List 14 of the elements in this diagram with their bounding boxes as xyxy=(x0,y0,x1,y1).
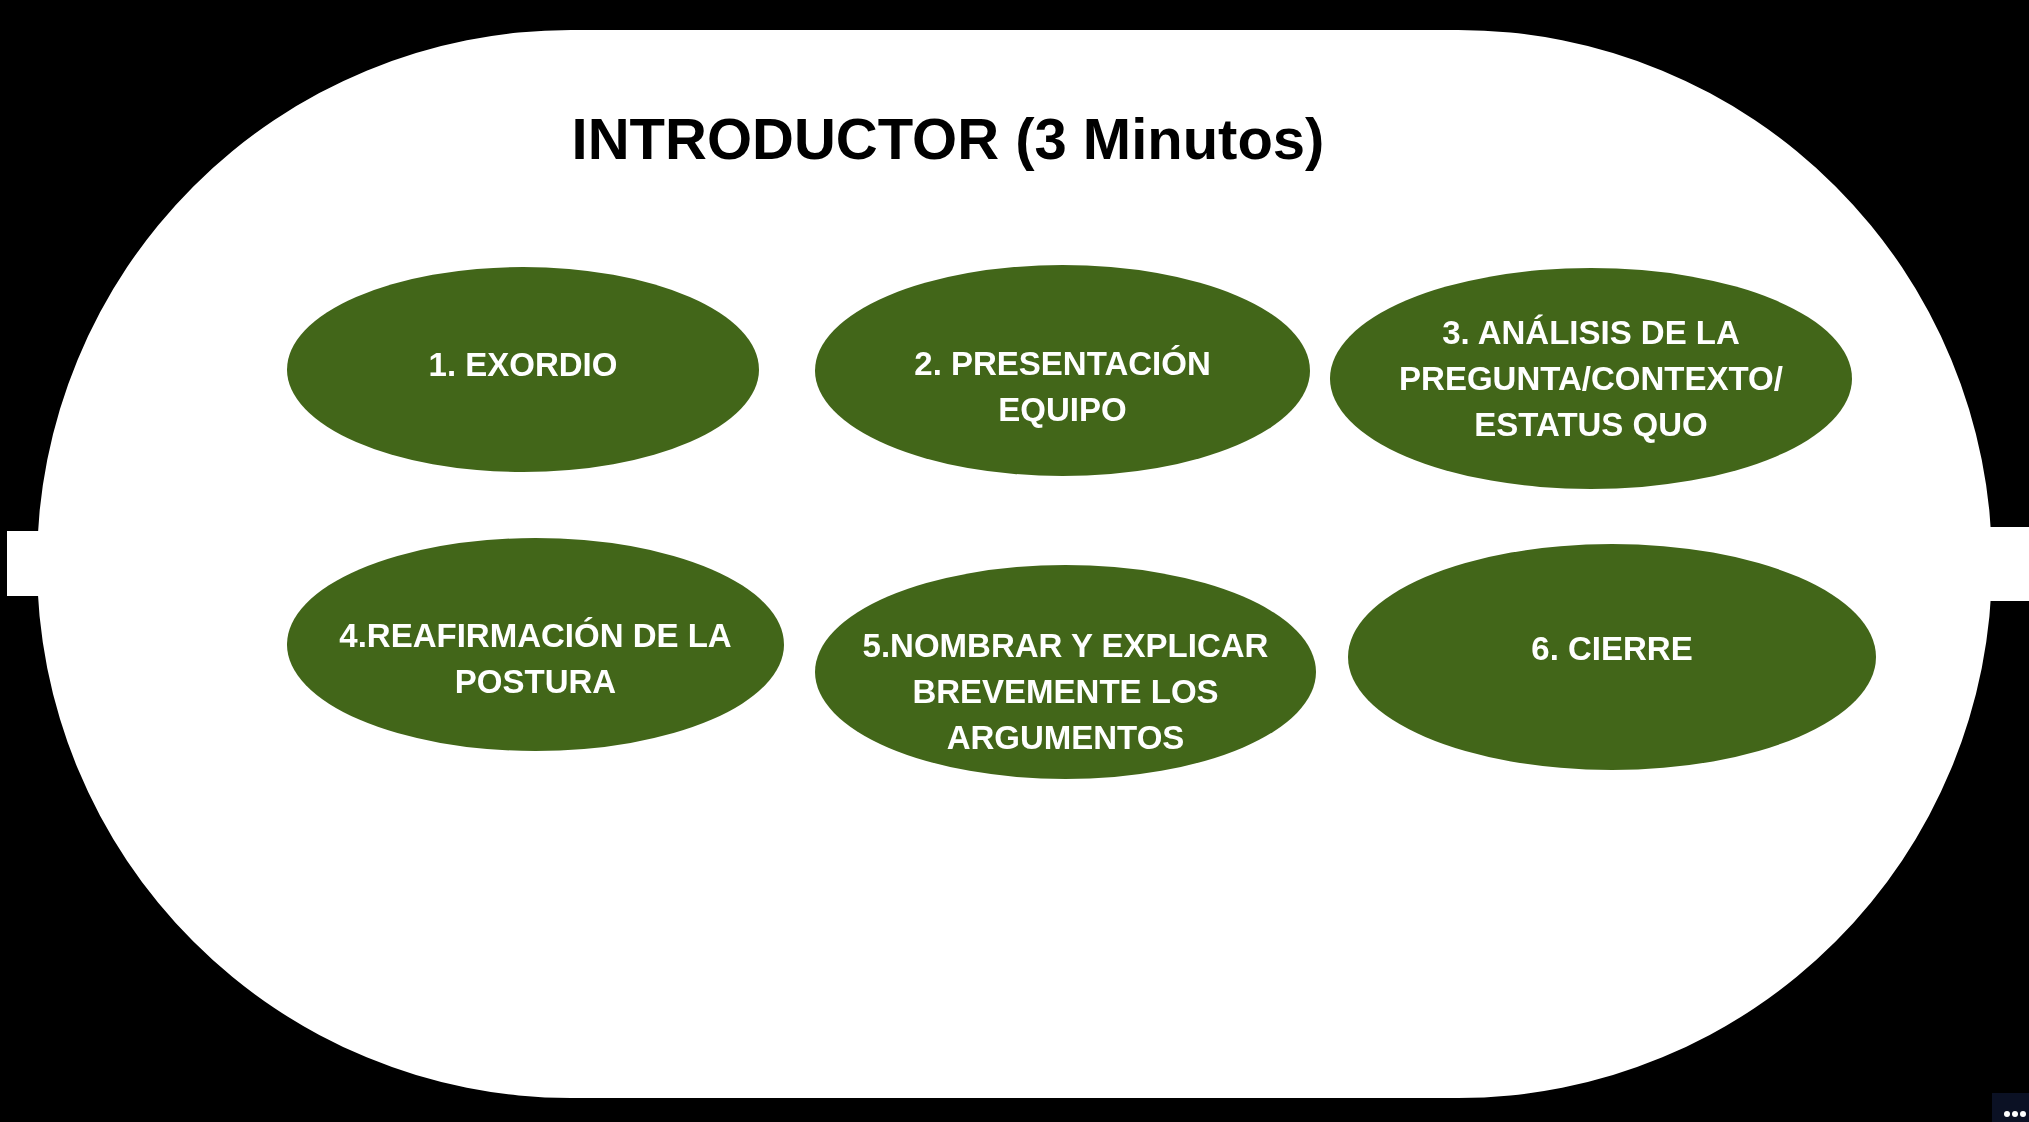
step-label: 3. ANÁLISIS DE LA PREGUNTA/CONTEXTO/ ESTATUS QUO xyxy=(1398,312,1784,445)
step-ellipse xyxy=(287,267,759,472)
step-label: 2. PRESENTACIÓN EQUIPO xyxy=(913,343,1212,430)
rounded-panel xyxy=(7,30,2029,1098)
step-label: 1. EXORDIO xyxy=(427,344,619,385)
panel-heading: INTRODUCTOR (3 Minutos) xyxy=(571,106,1325,173)
step-ellipse xyxy=(815,265,1310,476)
step-label: 5.NOMBRAR Y EXPLICAR BREVEMENTE LOS ARGUMENTOS xyxy=(861,626,1270,758)
step-label: 6. CIERRE xyxy=(1530,629,1694,669)
step-label: 4.REAFIRMACIÓN DE LA POSTURA xyxy=(338,615,733,702)
step-ellipse xyxy=(1330,268,1852,489)
step-ellipse xyxy=(815,565,1316,779)
step-ellipse xyxy=(1348,544,1876,770)
step-ellipse xyxy=(287,538,784,751)
